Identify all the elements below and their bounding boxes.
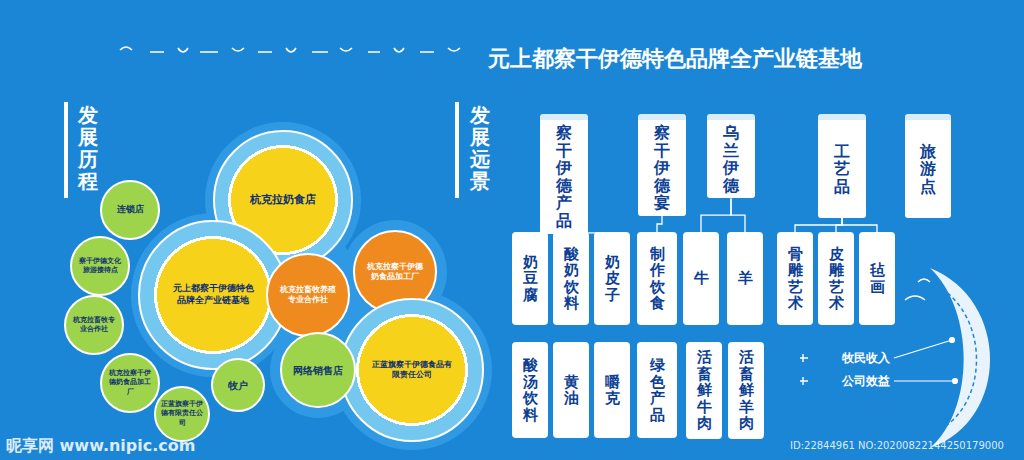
node-text: 奶皮子: [605, 254, 620, 304]
node-text: 羊: [738, 270, 753, 287]
watermark: ID:22844961 NO:20200822144250179000: [790, 440, 1004, 451]
section-heading: 发展远景: [470, 104, 490, 192]
node-text: 黄油: [564, 374, 579, 407]
circle-node: 网络销售店: [280, 332, 356, 408]
node-text: 酸汤饮料: [523, 357, 538, 423]
title: 元上都察干伊德特色品牌全产业链基地: [488, 44, 862, 74]
circle-node: 牧户: [211, 358, 265, 412]
node-text: 皮雕艺术: [829, 246, 844, 312]
item-box: 羊: [727, 232, 763, 325]
item-box: 酸奶饮料: [553, 232, 589, 325]
note-label: 牧民收入: [842, 350, 890, 367]
circle-node: 连锁店: [100, 180, 160, 240]
circle-node: 杭克拉畜牧养殖专业合作社: [266, 253, 350, 337]
node-text: 察干伊德产品: [556, 124, 572, 230]
item-box: 毡画: [859, 232, 895, 325]
node-text: 杭克拉察干伊德奶食品加工厂: [107, 369, 153, 396]
category-box: 察干伊德宴: [638, 114, 686, 216]
heading-bar: [64, 102, 68, 198]
node-text: 乌兰伊德: [723, 124, 739, 194]
circle-node: 正蓝旗察干伊德食品有限责任公司: [340, 298, 484, 442]
crescent: [905, 268, 990, 448]
item-box: 活畜鲜羊肉: [728, 342, 764, 439]
node-text: 正蓝旗察干伊德有限责任公司: [160, 400, 204, 427]
connector: [657, 216, 662, 232]
blob: [131, 122, 492, 450]
item-box: 活畜鲜牛肉: [686, 342, 722, 439]
item-box: 皮雕艺术: [818, 232, 854, 325]
connector: [701, 198, 731, 232]
node-text: 嚼克: [605, 374, 620, 407]
section-heading: 发展历程: [78, 104, 98, 192]
connector: [836, 218, 842, 232]
node-text: 活畜鲜羊肉: [739, 349, 754, 432]
node-text: 活畜鲜牛肉: [697, 349, 712, 432]
item-box: 骨雕艺术: [777, 232, 813, 325]
item-box: 酸汤饮料: [512, 342, 548, 438]
item-box: 奶皮子: [594, 232, 630, 325]
item-box: 嚼克: [594, 342, 630, 438]
node-text: 酸奶饮料: [564, 246, 579, 312]
circle-node: 杭克拉畜牧专业合作社: [64, 295, 124, 355]
node-text: 绿色产品: [650, 357, 665, 423]
item-box: 黄油: [553, 342, 589, 438]
node-text: 杭克拉察干伊德奶食品加工厂: [365, 262, 425, 283]
item-box: 绿色产品: [637, 342, 677, 438]
category-box: 工艺品: [818, 114, 866, 218]
node-text: 正蓝旗察干伊德食品有限责任公司: [369, 360, 455, 381]
category-box: 察干伊德产品: [540, 114, 588, 234]
script-ornament: [120, 47, 460, 52]
node-text: 牛: [694, 270, 709, 287]
node-text: 毡画: [870, 262, 885, 295]
node-text: 网络销售店: [288, 364, 348, 377]
connector: [842, 218, 877, 232]
circle-node: 杭克拉察干伊德奶食品加工厂: [100, 353, 160, 413]
circle-node: 察干伊德文化旅游接待点: [70, 236, 130, 296]
node-text: 牧户: [218, 379, 258, 392]
note-label: 公司效益: [842, 373, 890, 390]
node-text: 杭克拉畜牧专业合作社: [71, 316, 117, 334]
heading-bar: [455, 102, 459, 198]
node-text: 工艺品: [834, 143, 850, 196]
node-text: 察干伊德文化旅游接待点: [77, 257, 123, 275]
leader-line: [894, 338, 958, 384]
connector: [795, 218, 842, 232]
category-box: 乌兰伊德: [707, 114, 755, 198]
node-text: 察干伊德宴: [654, 124, 670, 212]
node-text: 连锁店: [108, 204, 152, 216]
category-box: 旅游点: [905, 114, 951, 218]
node-text: 奶豆腐: [523, 254, 538, 304]
item-box: 制作饮食: [637, 232, 677, 325]
connector: [731, 198, 745, 232]
node-text: 杭克拉奶食店: [243, 193, 323, 207]
circle-node: 正蓝旗察干伊德有限责任公司: [154, 386, 210, 442]
node-text: 制作饮食: [650, 246, 665, 312]
node-text: 杭克拉畜牧养殖专业合作社: [277, 285, 339, 306]
item-box: 牛: [683, 232, 719, 325]
item-box: 奶豆腐: [512, 232, 548, 325]
node-text: 骨雕艺术: [788, 246, 803, 312]
node-text: 元上都察干伊德特色品牌全产业链基地: [171, 283, 255, 306]
watermark: 昵享网 www.nipic.com: [6, 436, 196, 457]
node-text: 旅游点: [920, 143, 936, 196]
script-ornament: [800, 354, 808, 385]
